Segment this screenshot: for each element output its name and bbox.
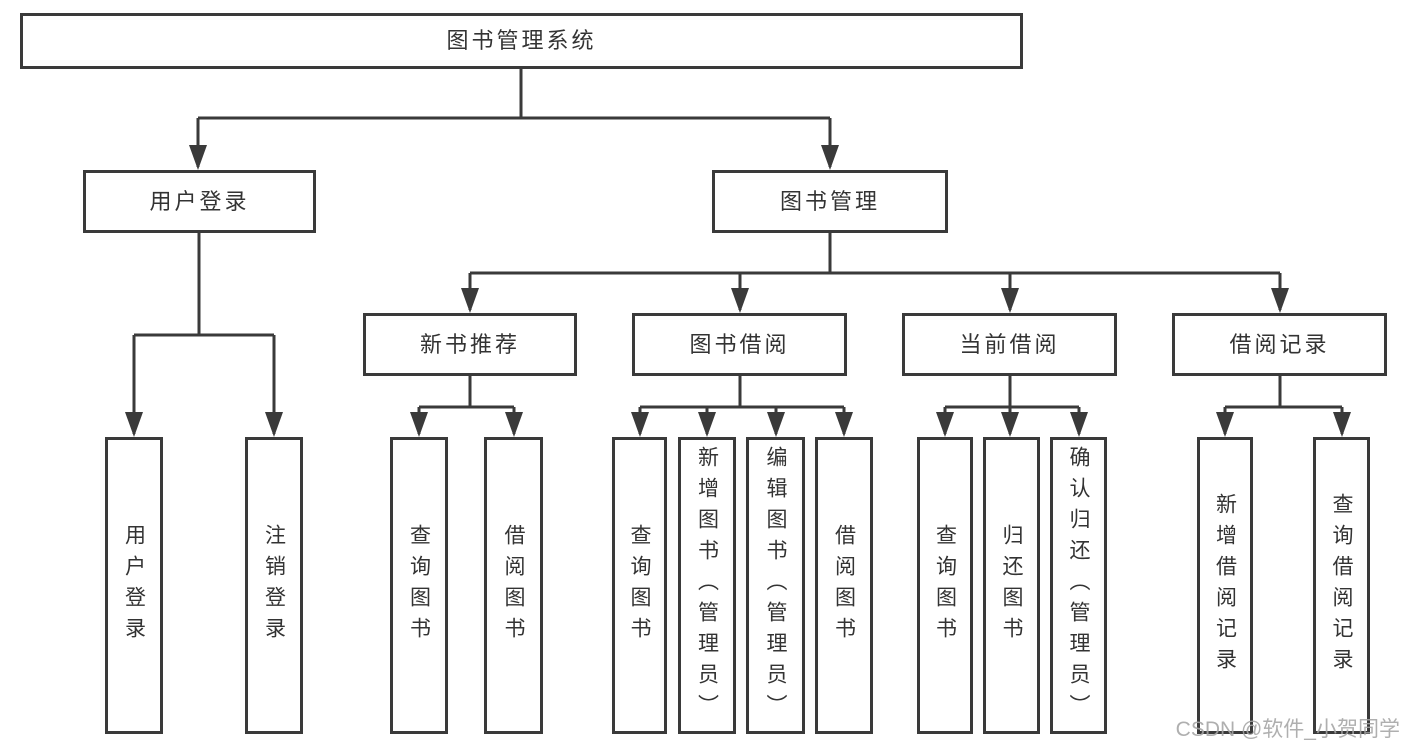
leaf-query-borrow-record-label: 查询借阅记录 — [1330, 492, 1353, 679]
leaf-return-books-label: 归还图书 — [1000, 523, 1023, 648]
leaf-confirm-return-admin-label: 确认归还（管理员） — [1067, 446, 1090, 725]
leaf-return-books: 归还图书 — [983, 437, 1040, 734]
leaf-add-books-admin-label: 新增图书（管理员） — [695, 446, 719, 725]
leaf-add-borrow-record: 新增借阅记录 — [1197, 437, 1253, 734]
leaf-confirm-return-admin: 确认归还（管理员） — [1050, 437, 1107, 734]
connector-book-management-branch — [461, 233, 1289, 313]
node-root: 图书管理系统 — [20, 13, 1023, 69]
leaf-borrow-books-recommend: 借阅图书 — [484, 437, 543, 734]
leaf-borrow-books-label: 借阅图书 — [832, 523, 856, 648]
leaf-query-borrow-record: 查询借阅记录 — [1313, 437, 1370, 734]
leaf-borrow-books: 借阅图书 — [815, 437, 873, 734]
leaf-query-books-recommend-label: 查询图书 — [407, 523, 431, 648]
connector-new-book-branch — [410, 376, 523, 437]
node-book-borrow: 图书借阅 — [632, 313, 847, 376]
node-borrow-record-label: 借阅记录 — [1229, 331, 1330, 357]
leaf-logout-label: 注销登录 — [262, 523, 286, 648]
leaf-borrow-books-recommend-label: 借阅图书 — [502, 523, 525, 648]
node-new-book-recommend-label: 新书推荐 — [419, 331, 520, 357]
leaf-edit-books-admin-label: 编辑图书（管理员） — [764, 446, 787, 725]
node-user-login-label: 用户登录 — [149, 188, 250, 214]
watermark: CSDN @软件_小贺同学 — [1175, 718, 1400, 741]
leaf-edit-books-admin: 编辑图书（管理员） — [746, 437, 805, 734]
connector-book-borrow-branch — [631, 376, 853, 437]
leaf-query-books-recommend: 查询图书 — [390, 437, 448, 734]
node-book-management-label: 图书管理 — [779, 188, 880, 214]
connector-user-login-branch — [125, 233, 283, 437]
node-borrow-record: 借阅记录 — [1172, 313, 1387, 376]
leaf-query-books-borrow-label: 查询图书 — [628, 523, 651, 648]
leaf-add-borrow-record-label: 新增借阅记录 — [1213, 492, 1237, 679]
node-root-label: 图书管理系统 — [446, 28, 597, 53]
node-book-management: 图书管理 — [712, 170, 948, 233]
leaf-logout: 注销登录 — [245, 437, 303, 734]
node-book-borrow-label: 图书借阅 — [689, 331, 790, 357]
leaf-query-books-current: 查询图书 — [917, 437, 973, 734]
node-user-login: 用户登录 — [83, 170, 316, 233]
leaf-user-login: 用户登录 — [105, 437, 163, 734]
leaf-query-books-borrow: 查询图书 — [612, 437, 667, 734]
node-new-book-recommend: 新书推荐 — [363, 313, 577, 376]
connector-borrow-record-branch — [1216, 376, 1351, 437]
leaf-query-books-current-label: 查询图书 — [933, 523, 957, 648]
leaf-add-books-admin: 新增图书（管理员） — [678, 437, 736, 734]
connector-root-to-level2 — [189, 69, 839, 170]
connector-current-borrow-branch — [936, 376, 1088, 437]
node-current-borrow-label: 当前借阅 — [959, 331, 1060, 357]
leaf-user-login-label: 用户登录 — [122, 523, 146, 648]
node-current-borrow: 当前借阅 — [902, 313, 1117, 376]
